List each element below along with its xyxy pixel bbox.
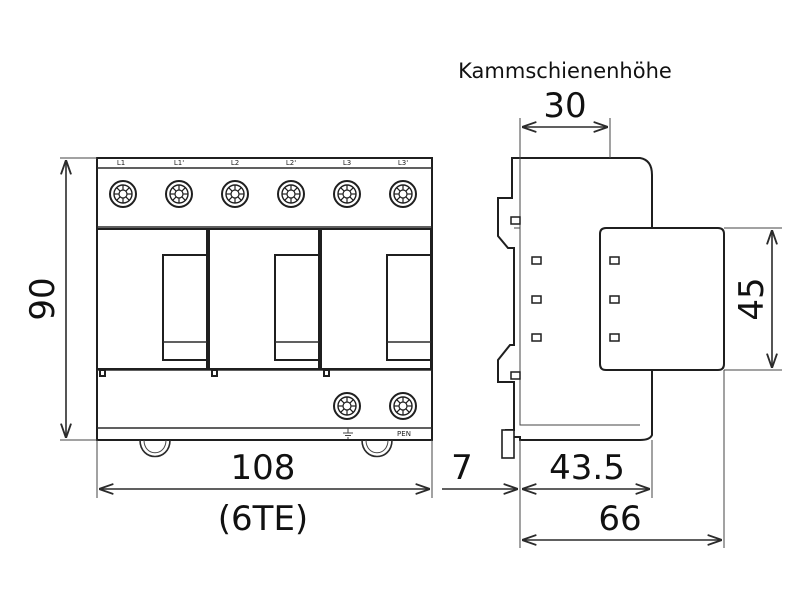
- screw-terminal-icon: [389, 392, 417, 420]
- dimension-front-width: 108 (6TE): [96, 440, 433, 539]
- svg-text:43.5: 43.5: [549, 448, 625, 488]
- screw-terminal-icon: [277, 180, 305, 208]
- side-module: [599, 227, 725, 371]
- caption-comb-busbar-height: Kammschienenhöhe: [458, 59, 672, 83]
- module-3: [320, 228, 432, 370]
- screw-terminal-icon: [389, 180, 417, 208]
- module-2: [208, 228, 320, 370]
- dimension-depth-partial: 7 43.5: [442, 440, 653, 548]
- svg-text:(6TE): (6TE): [218, 499, 308, 539]
- din-clip-left: [139, 439, 171, 458]
- svg-text:108: 108: [231, 448, 296, 488]
- svg-text:7: 7: [451, 448, 473, 488]
- svg-text:66: 66: [598, 499, 641, 539]
- screw-terminal-icon: [333, 180, 361, 208]
- terminal-label-l1: L1: [117, 159, 125, 167]
- ground-icon: [343, 428, 353, 439]
- terminal-label-l2-prime: L2': [286, 159, 296, 167]
- side-rail-foot: [501, 429, 515, 459]
- din-clip-right: [361, 439, 393, 458]
- screw-terminal-icon: [221, 180, 249, 208]
- dimension-module-height: 45: [724, 227, 782, 371]
- terminal-label-l3: L3: [343, 159, 351, 167]
- svg-text:45: 45: [732, 277, 772, 320]
- dimension-rail-height: 30: [519, 86, 611, 178]
- terminal-label-l2: L2: [231, 159, 239, 167]
- terminal-label-l1-prime: L1': [174, 159, 184, 167]
- terminal-label-pen: PEN: [397, 430, 411, 438]
- dimension-height: 90: [23, 157, 97, 441]
- svg-text:90: 90: [23, 277, 63, 320]
- module-1: [96, 228, 208, 370]
- screw-terminal-icon: [165, 180, 193, 208]
- terminal-label-l3-prime: L3': [398, 159, 408, 167]
- svg-text:30: 30: [543, 86, 586, 126]
- front-view: L1 L1' L2 L2' L3 L3' PEN: [96, 157, 433, 458]
- screw-terminal-icon: [333, 392, 361, 420]
- side-view: [497, 157, 725, 459]
- dimension-depth-total: 66: [522, 370, 725, 548]
- screw-terminal-icon: [109, 180, 137, 208]
- side-slots: [510, 216, 620, 380]
